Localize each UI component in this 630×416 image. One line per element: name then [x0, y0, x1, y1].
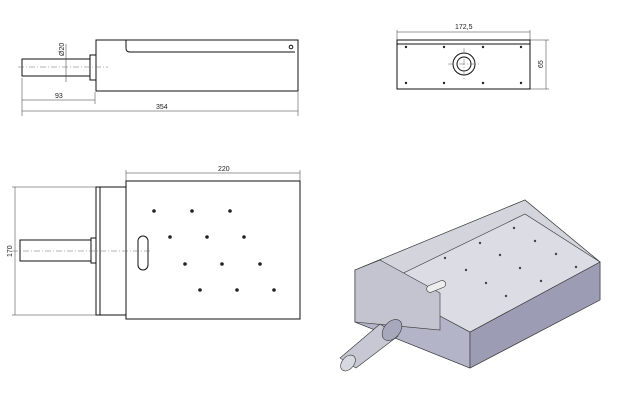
dim-front-width: 172,5	[455, 24, 473, 31]
dim-shaft-length: 93	[55, 93, 63, 100]
dim-front-height: 65	[538, 60, 545, 68]
dim-plate-length: 220	[218, 166, 230, 173]
dim-shaft-diameter: Ø20	[59, 43, 66, 56]
side-view: Ø20 93 354	[18, 39, 299, 116]
iso-view	[339, 199, 601, 372]
dim-width: 170	[7, 245, 14, 257]
front-view: 172,5 65	[396, 24, 549, 90]
dim-overall-length: 354	[156, 104, 168, 111]
top-view: 220 170	[7, 166, 301, 320]
